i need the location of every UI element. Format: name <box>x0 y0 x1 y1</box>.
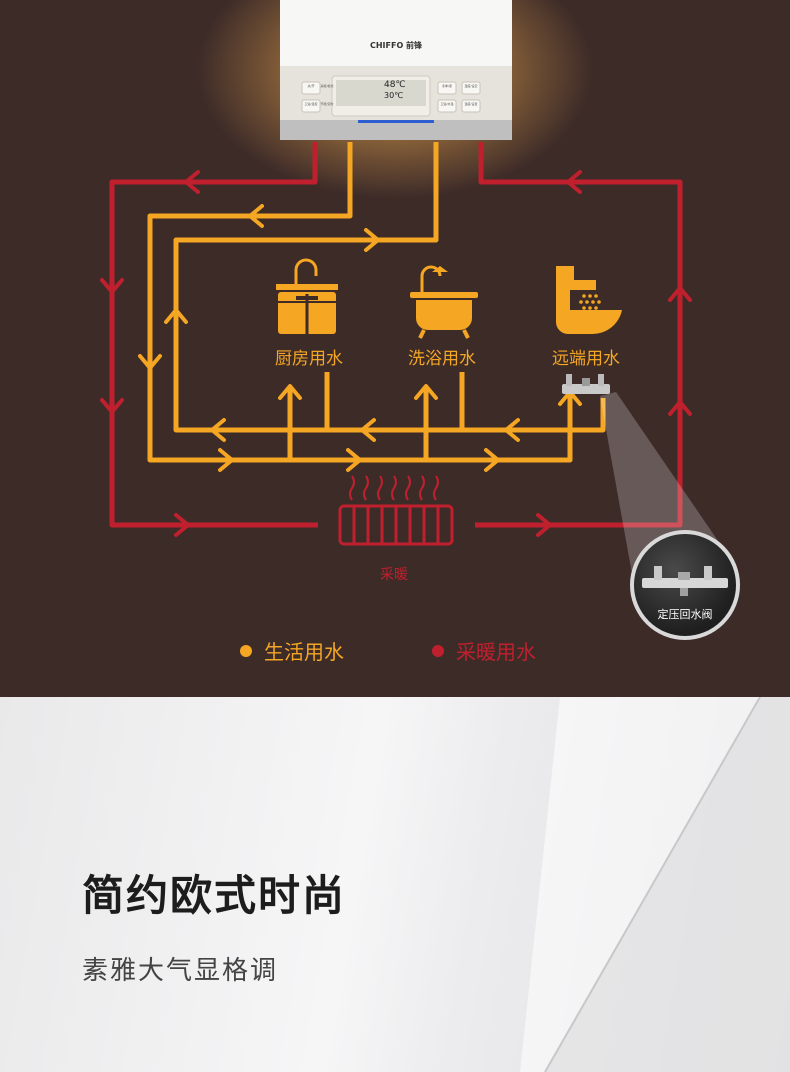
heating-pipe-left <box>109 142 318 528</box>
legend-heating-dot <box>432 644 444 657</box>
domestic-arrow <box>248 204 264 228</box>
heating-arrow <box>100 278 124 294</box>
domestic-inner-loop <box>173 142 606 433</box>
radiator-label: 采暖 <box>380 567 408 583</box>
domestic-outer-loop <box>147 142 573 463</box>
valve-label: 定压回水阀 <box>657 608 713 621</box>
heater-button-right-0[interactable]: 冬季/夏 <box>441 84 452 88</box>
heating-loop <box>109 142 683 528</box>
domestic-arrow <box>210 418 226 442</box>
legend-domestic-label: 生活用水 <box>264 640 344 664</box>
bathtub-icon <box>410 265 478 339</box>
domestic-arrow <box>218 448 234 472</box>
heating-arrow <box>174 513 190 537</box>
kitchen-sink-icon <box>276 258 338 334</box>
legend-heating-label: 采暖用水 <box>456 640 536 664</box>
domestic-arrow <box>360 418 376 442</box>
kitchen-label: 厨房用水 <box>275 349 343 369</box>
valve-detail-icon <box>642 566 728 596</box>
heating-pipe-right <box>475 142 683 528</box>
headline-panel <box>0 697 790 1072</box>
heater-button-left-2[interactable]: 卫浴/温控 <box>304 102 318 106</box>
domestic-arrow <box>414 384 438 400</box>
heater-temp-2: 30℃ <box>384 91 404 100</box>
domestic-arrow <box>484 448 500 472</box>
legend-heating: 采暖用水 <box>432 636 536 665</box>
heater-brand: CHIFFO 前锋 <box>369 41 423 50</box>
radiator-icon <box>338 475 454 546</box>
heater-button-left-3[interactable]: 节能/定时 <box>320 102 334 106</box>
valve-small-icon <box>562 374 610 394</box>
domestic-arrow <box>278 384 302 400</box>
domestic-arrow <box>504 418 520 442</box>
heater-button-right-3[interactable]: 温度/设置 <box>464 102 478 106</box>
remote-label: 远端用水 <box>552 349 620 369</box>
heater-button-left-1[interactable]: 采暖/模式 <box>320 84 334 88</box>
legend-domestic-dot <box>240 644 252 657</box>
heater-button-left-0[interactable]: 关/开 <box>307 84 315 88</box>
water-heater: CHIFFO 前锋 48℃ 30℃ 关/开 采暖/模式卫浴/温控节能/定时 冬季/夏… <box>278 0 514 142</box>
heating-arrow <box>668 400 692 416</box>
heater-button-right-1[interactable]: 温度/设定 <box>464 84 478 88</box>
valve-callout: 定压回水阀 <box>630 530 740 640</box>
page-title: 简约欧式时尚 <box>82 871 347 920</box>
heater-temp-1: 48℃ <box>384 80 406 90</box>
heating-arrow <box>100 398 124 414</box>
heating-arrow <box>566 170 582 194</box>
heating-arrows <box>100 170 692 537</box>
bath-label: 洗浴用水 <box>408 349 476 369</box>
heater-button-right-2[interactable]: 卫浴/水温 <box>440 102 454 106</box>
legend-domestic: 生活用水 <box>240 636 344 665</box>
domestic-arrow <box>164 308 188 324</box>
basin-icon <box>556 266 622 335</box>
paper-sheen <box>520 697 790 1072</box>
heating-arrow <box>184 170 200 194</box>
domestic-arrow <box>138 354 162 370</box>
domestic-arrow <box>364 228 380 252</box>
heating-arrow <box>536 513 552 537</box>
page-subtitle: 素雅大气显格调 <box>82 956 279 986</box>
diagram-panel: CHIFFO 前锋 48℃ 30℃ 关/开 采暖/模式卫浴/温控节能/定时 冬季/夏… <box>0 0 790 697</box>
domestic-loop <box>147 142 606 463</box>
heating-arrow <box>668 286 692 302</box>
domestic-arrow <box>346 448 362 472</box>
